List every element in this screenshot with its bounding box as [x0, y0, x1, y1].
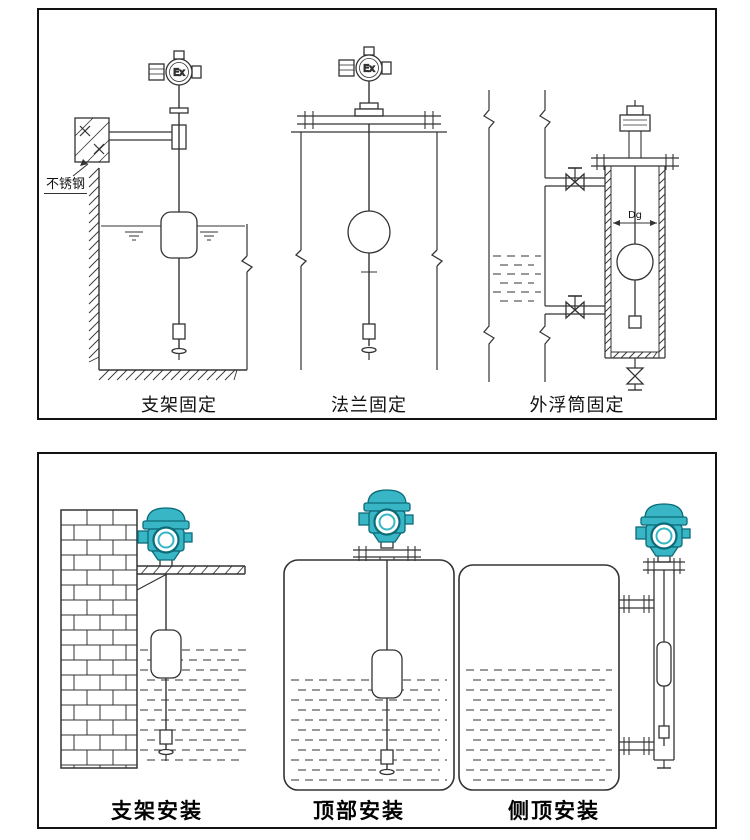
ex-marking: Ex: [173, 68, 185, 79]
ex-proof-head: Ex: [338, 46, 392, 82]
caption-external-chamber-fixing: 外浮筒固定: [529, 395, 625, 415]
top-panel-drawing: Ex Ex Dg: [72, 46, 679, 391]
float-ball: [160, 211, 198, 259]
caption-bracket-installation: 支架安装: [111, 800, 203, 823]
figure-flange-fixing: Ex: [291, 46, 447, 370]
figure-external-chamber-fixing: Dg: [483, 90, 679, 391]
caption-bracket-fixing: 支架固定: [141, 395, 217, 415]
float-ball: [150, 629, 182, 679]
float-ball: [371, 649, 403, 699]
float-ball: [347, 210, 391, 254]
caption-top-installation: 顶部安装: [313, 800, 405, 823]
top-panel: Ex Ex Dg 不锈钢 支架固定 法兰固定 外浮筒固定: [37, 8, 717, 420]
figure-side-top-installation: [458, 503, 691, 791]
caption-side-top-installation: 侧顶安装: [508, 800, 600, 823]
ex-proof-head: Ex: [148, 50, 202, 86]
float-ball: [616, 243, 654, 281]
ex-marking: Ex: [363, 64, 375, 75]
stainless-steel-label: 不锈钢: [44, 173, 88, 194]
figure-bracket-installation: [60, 507, 249, 769]
figure-bracket-fixing: Ex: [72, 50, 254, 381]
bottom-panel-drawing: [60, 489, 691, 791]
dg-marking: Dg: [628, 210, 642, 221]
level-transmitter: [635, 503, 691, 563]
level-transmitter: [358, 489, 414, 549]
figure-top-installation: [283, 489, 455, 791]
float-ball: [656, 641, 672, 687]
caption-flange-fixing: 法兰固定: [331, 395, 407, 415]
level-transmitter: [137, 507, 193, 567]
bottom-panel: 支架安装 顶部安装 侧顶安装: [37, 452, 717, 829]
